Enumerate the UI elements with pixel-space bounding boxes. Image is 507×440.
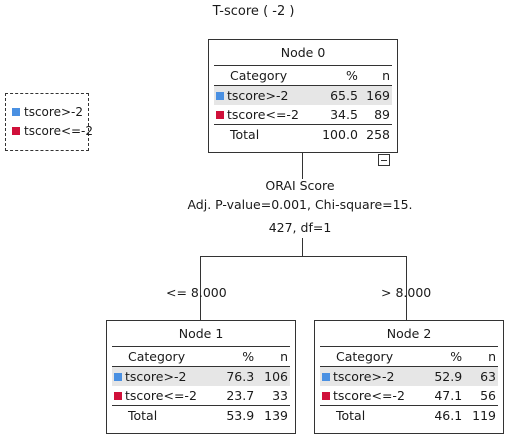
node-0[interactable]: Node 0 Category % n tscore>-2 65.5 169 t…: [208, 39, 398, 153]
legend-swatch-blue: [12, 108, 20, 116]
category-label: tscore>-2: [227, 88, 289, 103]
total-pct: 53.9: [226, 408, 255, 423]
node-title: Node 1: [178, 326, 224, 341]
total-row: Total 46.1 119: [320, 406, 498, 426]
category-label: tscore>-2: [125, 369, 187, 384]
total-label: Total: [128, 408, 158, 423]
pct-value: 47.1: [425, 386, 465, 406]
table-row[interactable]: tscore<=-2 47.1 56: [320, 386, 498, 406]
total-row: Total 100.0 258: [214, 125, 392, 145]
legend: tscore>-2 tscore<=-2: [5, 93, 93, 151]
legend-item: tscore>-2: [12, 105, 83, 119]
connector-line: [200, 256, 406, 257]
pct-value: 76.3: [217, 366, 257, 386]
header-pct: %: [425, 346, 465, 367]
branch-label-right: > 8.000: [381, 285, 432, 300]
header-pct: %: [217, 346, 257, 367]
category-swatch-blue: [114, 372, 122, 381]
collapse-icon[interactable]: [378, 154, 390, 166]
category-swatch-blue: [322, 372, 330, 381]
tree-title: T-score ( -2 ): [212, 4, 295, 19]
header-n: n: [256, 346, 290, 367]
total-label: Total: [230, 127, 260, 142]
pct-value: 23.7: [217, 386, 257, 406]
category-label: tscore<=-2: [227, 107, 299, 122]
header-category: Category: [112, 346, 218, 367]
pct-value: 34.5: [314, 105, 360, 125]
total-row: Total 53.9 139: [112, 406, 290, 426]
split-variable: ORAI Score: [265, 178, 335, 193]
legend-swatch-red: [12, 127, 20, 135]
header-pct: %: [314, 65, 360, 86]
connector-line: [302, 153, 303, 179]
split-stats: Adj. P-value=0.001, Chi-square=15.: [187, 197, 413, 212]
n-value: 106: [256, 366, 290, 386]
total-pct: 46.1: [434, 408, 463, 423]
header-n: n: [359, 65, 392, 86]
split-label: ORAI Score Adj. P-value=0.001, Chi-squar…: [150, 176, 450, 237]
table-row[interactable]: tscore<=-2 23.7 33: [112, 386, 290, 406]
header-category: Category: [214, 65, 315, 86]
n-value: 169: [359, 85, 392, 105]
node-table: Category % n tscore>-2 65.5 169 tscore<=…: [214, 65, 392, 144]
table-row[interactable]: tscore>-2 65.5 169: [214, 85, 392, 105]
connector-line: [200, 256, 201, 320]
pct-value: 65.5: [314, 85, 360, 105]
n-value: 56: [464, 386, 498, 406]
total-n: 258: [366, 127, 390, 142]
legend-label: tscore>-2: [24, 105, 83, 119]
n-value: 33: [256, 386, 290, 406]
category-swatch-red: [216, 110, 224, 119]
split-stats: 427, df=1: [268, 220, 332, 235]
n-value: 63: [464, 366, 498, 386]
category-label: tscore<=-2: [333, 388, 405, 403]
header-row: Category % n: [214, 65, 392, 86]
node-title: Node 0: [280, 45, 326, 60]
table-row[interactable]: tscore>-2 52.9 63: [320, 366, 498, 386]
table-row[interactable]: tscore>-2 76.3 106: [112, 366, 290, 386]
category-swatch-blue: [216, 91, 224, 100]
pct-value: 52.9: [425, 366, 465, 386]
category-label: tscore<=-2: [125, 388, 197, 403]
connector-line: [302, 238, 303, 256]
total-n: 139: [264, 408, 288, 423]
category-swatch-red: [322, 391, 330, 400]
header-category: Category: [320, 346, 426, 367]
n-value: 89: [359, 105, 392, 125]
total-label: Total: [336, 408, 366, 423]
node-table: Category % n tscore>-2 52.9 63 tscore<=-…: [320, 346, 498, 425]
legend-label: tscore<=-2: [24, 124, 94, 138]
total-n: 119: [472, 408, 496, 423]
node-title: Node 2: [386, 326, 432, 341]
connector-line: [406, 256, 407, 320]
header-n: n: [464, 346, 498, 367]
header-row: Category % n: [112, 346, 290, 367]
header-row: Category % n: [320, 346, 498, 367]
table-row[interactable]: tscore<=-2 34.5 89: [214, 105, 392, 125]
node-table: Category % n tscore>-2 76.3 106 tscore<=…: [112, 346, 290, 425]
branch-label-left: <= 8.000: [166, 285, 227, 300]
category-swatch-red: [114, 391, 122, 400]
legend-item: tscore<=-2: [12, 124, 93, 138]
node-1[interactable]: Node 1 Category % n tscore>-2 76.3 106 t…: [106, 320, 296, 434]
total-pct: 100.0: [322, 127, 358, 142]
node-2[interactable]: Node 2 Category % n tscore>-2 52.9 63 ts…: [314, 320, 504, 434]
category-label: tscore>-2: [333, 369, 395, 384]
